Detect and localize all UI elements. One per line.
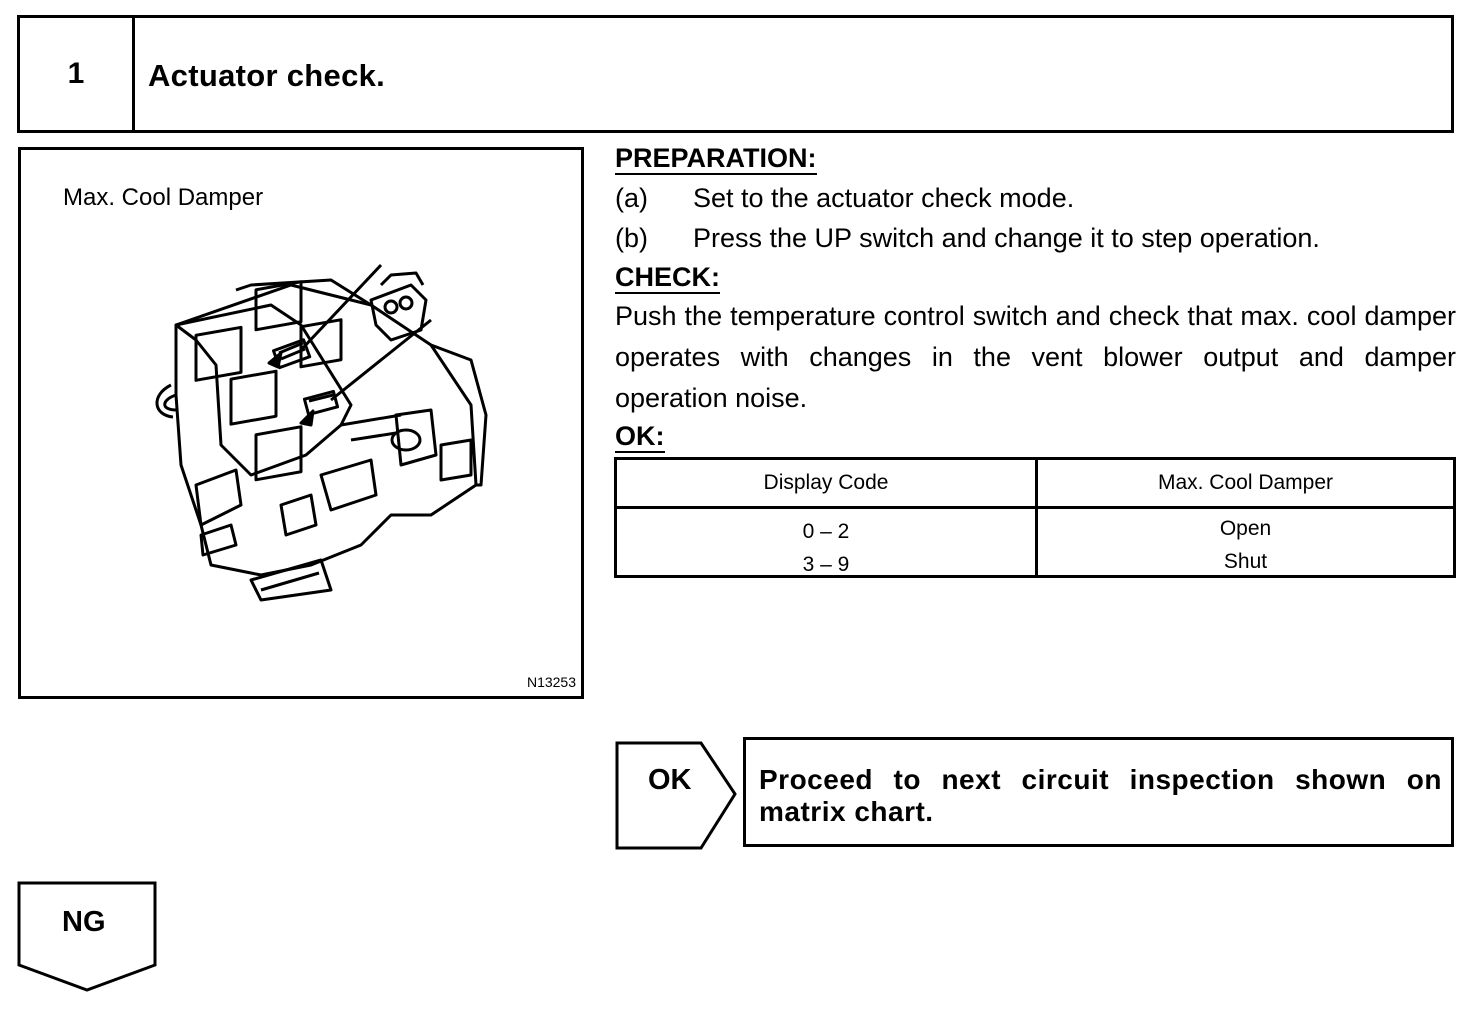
illustration-code: N13253 — [526, 674, 576, 690]
table-cell: 0 – 2 — [802, 520, 850, 543]
step-text: Set to the actuator check mode. — [693, 183, 1075, 213]
step-number: 1 — [20, 18, 135, 130]
illustration-box: Max. Cool Damper — [18, 147, 584, 699]
check-heading: CHECK: — [615, 262, 720, 294]
step-title: Actuator check. — [148, 58, 386, 93]
preparation-step: (b) Press the UP switch and change it to … — [615, 219, 1320, 257]
illustration-caption: Max. Cool Damper — [63, 184, 264, 211]
table-cell: 3 – 9 — [802, 553, 850, 576]
table-cell: Shut — [1223, 550, 1268, 573]
step-header: 1 Actuator check. — [17, 15, 1454, 133]
ok-branch-label: OK — [648, 764, 692, 796]
heater-unit-illustration — [155, 263, 488, 602]
ok-heading: OK: — [615, 421, 665, 453]
step-text: Press the UP switch and change it to ste… — [693, 223, 1320, 253]
step-tag: (b) — [615, 223, 648, 253]
preparation-step: (a) Set to the actuator check mode. — [615, 179, 1074, 217]
preparation-heading: PREPARATION: — [615, 143, 817, 175]
ng-branch-label: NG — [62, 906, 106, 938]
table-cell: Open — [1219, 517, 1272, 540]
ok-arrow-shape — [615, 741, 737, 850]
ok-result-box: Proceed to next circuit inspection shown… — [743, 737, 1454, 847]
column-header-display-code: Display Code — [763, 471, 889, 494]
ok-spec-table: Display Code Max. Cool Damper 0 – 2 3 – … — [614, 457, 1456, 578]
ng-arrow-shape — [17, 881, 157, 992]
ok-result-text: Proceed to next circuit inspection shown… — [759, 764, 1442, 827]
check-instructions: Push the temperature control switch and … — [615, 301, 1456, 413]
step-tag: (a) — [615, 183, 648, 213]
column-header-damper: Max. Cool Damper — [1157, 471, 1334, 494]
